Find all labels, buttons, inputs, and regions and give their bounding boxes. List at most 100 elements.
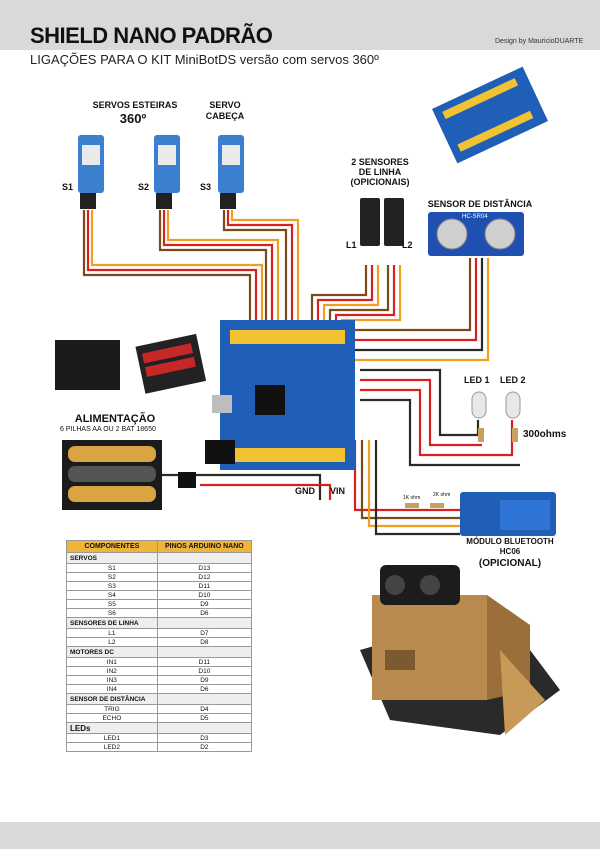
table-section-row: SENSOR DE DISTÂNCIA [66,693,253,705]
pin-cell: D2 [156,742,253,752]
l2-label: L2 [402,240,413,250]
component-cell: S5 [66,599,158,609]
title-bar [0,20,600,50]
table-section-name: SENSOR DE DISTÂNCIA [66,693,158,705]
component-cell: IN1 [66,657,158,667]
sensor-distancia-label: SENSOR DE DISTÂNCIA [427,199,533,209]
resistor-1k-label: 1K ohm [403,495,421,501]
pin-cell: D9 [156,599,253,609]
sensores-linha-label-2: DE LINHA [358,167,402,177]
pin-cell: D6 [156,608,253,618]
pin-cell: D13 [156,563,253,573]
component-cell: L1 [66,628,158,638]
table-section-spacer [156,617,253,629]
component-cell: IN3 [66,675,158,685]
resistor-leds-label: 300ohms [523,429,567,440]
component-cell: L2 [66,637,158,647]
component-cell: S6 [66,608,158,618]
component-cell: S4 [66,590,158,600]
pin-cell: D3 [156,733,253,743]
led2-label: LED 2 [500,375,526,385]
table-header-pins: PINOS ARDUINO NANO [156,540,253,553]
table-section-name: MOTORES DC [66,646,158,658]
servo-cabeca-label-2: CABEÇA [205,111,245,121]
resistor-2k-label: 2K ohm [433,492,451,498]
pin-cell: D9 [156,675,253,685]
s3-label: S3 [200,182,212,192]
pin-cell: D11 [156,581,253,591]
servos-esteiras-label: SERVOS ESTEIRAS [92,100,178,110]
table-section-spacer [156,552,253,564]
servos-360-label: 360º [119,111,147,126]
table-section-row: LEDs [66,722,253,734]
bottom-bar [0,822,600,849]
table-section-name: LEDs [66,722,158,734]
hc-sr04-label: HC-SR04 [462,214,488,220]
table-section-row: MOTORES DC [66,646,253,658]
pin-cell: D12 [156,572,253,582]
component-cell: LED2 [66,742,158,752]
sensores-linha-label-3: (OPICIONAIS) [350,177,410,187]
page-title: SHIELD NANO PADRÃO [30,23,273,48]
pin-cell: D10 [156,666,253,676]
sensores-linha-label-1: 2 SENSORES [351,157,409,167]
table-section-row: SERVOS [66,552,253,564]
pin-cell: D6 [156,684,253,694]
l1-label: L1 [346,240,357,250]
subtitle: LIGAÇÕES PARA O KIT MiniBotDS versão com… [30,52,379,67]
robot-image [360,565,560,735]
servo-cabeca-label-1: SERVO [209,100,241,110]
pin-cell: D5 [156,713,253,723]
component-cell: TRIG [66,704,158,714]
table-section-name: SERVOS [66,552,158,564]
pin-cell: D11 [156,657,253,667]
table-section-spacer [156,646,253,658]
component-cell: LED1 [66,733,158,743]
component-cell: IN4 [66,684,158,694]
component-cell: S1 [66,563,158,573]
table-section-spacer [156,722,253,734]
top-bar [0,0,600,20]
bluetooth-label-1: MÓDULO BLUETOOTH [466,537,554,546]
s1-label: S1 [62,182,74,192]
vin-label: VIN [330,486,346,496]
alimentacao-sub-label: 6 PILHAS AA OU 2 BAT 18650 [60,426,156,433]
component-cell: S3 [66,581,158,591]
pin-cell: D7 [156,628,253,638]
bluetooth-label-3: (OPICIONAL) [478,558,542,569]
pin-cell: D10 [156,590,253,600]
component-cell: IN2 [66,666,158,676]
led1-label: LED 1 [464,375,490,385]
table-section-name: SENSORES DE LINHA [66,617,158,629]
component-cell: ECHO [66,713,158,723]
component-cell: S2 [66,572,158,582]
table-header-components: COMPONENTES [66,540,158,553]
alimentacao-label: ALIMENTAÇÃO [74,413,156,425]
s2-label: S2 [138,182,150,192]
table-section-spacer [156,693,253,705]
bluetooth-label-2: HC06 [499,547,521,556]
gnd-label: GND [295,486,315,496]
pin-cell: D8 [156,637,253,647]
shield-board [220,320,355,470]
credit: Design by MauricioDUARTE [495,38,584,45]
table-section-row: SENSORES DE LINHA [66,617,253,629]
